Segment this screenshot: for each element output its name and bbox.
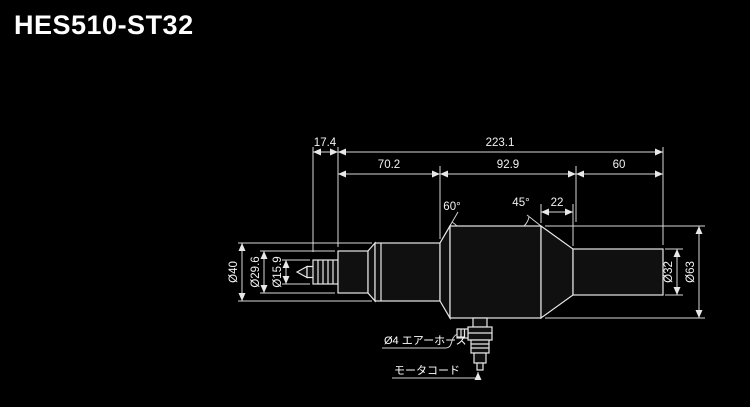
- rear-shaft: [572, 248, 664, 296]
- dim-body-dia: Ø63: [685, 261, 697, 283]
- front-body: [374, 242, 441, 302]
- spindle-body: [295, 223, 664, 321]
- nose-step: [367, 241, 376, 303]
- nose-section: [337, 250, 369, 294]
- tool-tip: [295, 265, 308, 279]
- hose-barb: [456, 328, 469, 339]
- dim-nose-length: 17.4: [314, 137, 337, 149]
- dim-nose-dia: Ø29.6: [250, 256, 262, 287]
- dimension-lines: [313, 148, 663, 216]
- right-diameter-dimensions: [545, 225, 705, 319]
- motor-connector: [470, 339, 490, 354]
- dim-collet-nut-dia: Ø15.9: [272, 256, 284, 287]
- air-hose-label: Ø4 エアーホース: [384, 334, 467, 347]
- motor-cord-label: モータコード: [394, 364, 460, 377]
- rear-cone-45: [540, 224, 574, 320]
- dim-rear-taper-angle: 45°: [512, 197, 529, 209]
- dim-middle-section: 92.9: [497, 159, 519, 171]
- dim-front-section: 70.2: [378, 159, 400, 171]
- dim-shaft-dia: Ø32: [663, 261, 675, 283]
- main-body: [449, 225, 542, 319]
- collet-nut: [312, 259, 339, 285]
- dim-overall-length: 223.1: [486, 137, 515, 149]
- page-title: HES510-ST32: [14, 10, 194, 40]
- air-fitting: [456, 317, 493, 371]
- dim-rear-taper-length: 22: [551, 197, 564, 209]
- dim-rear-section: 60: [613, 159, 626, 171]
- dim-front-body-dia: Ø40: [228, 261, 240, 283]
- left-diameter-dimensions: [238, 242, 372, 302]
- motor-cord-leader: [392, 372, 482, 380]
- air-hose-leader: [382, 333, 458, 349]
- dim-taper-angle: 60°: [443, 201, 460, 213]
- taper-60: [439, 223, 451, 321]
